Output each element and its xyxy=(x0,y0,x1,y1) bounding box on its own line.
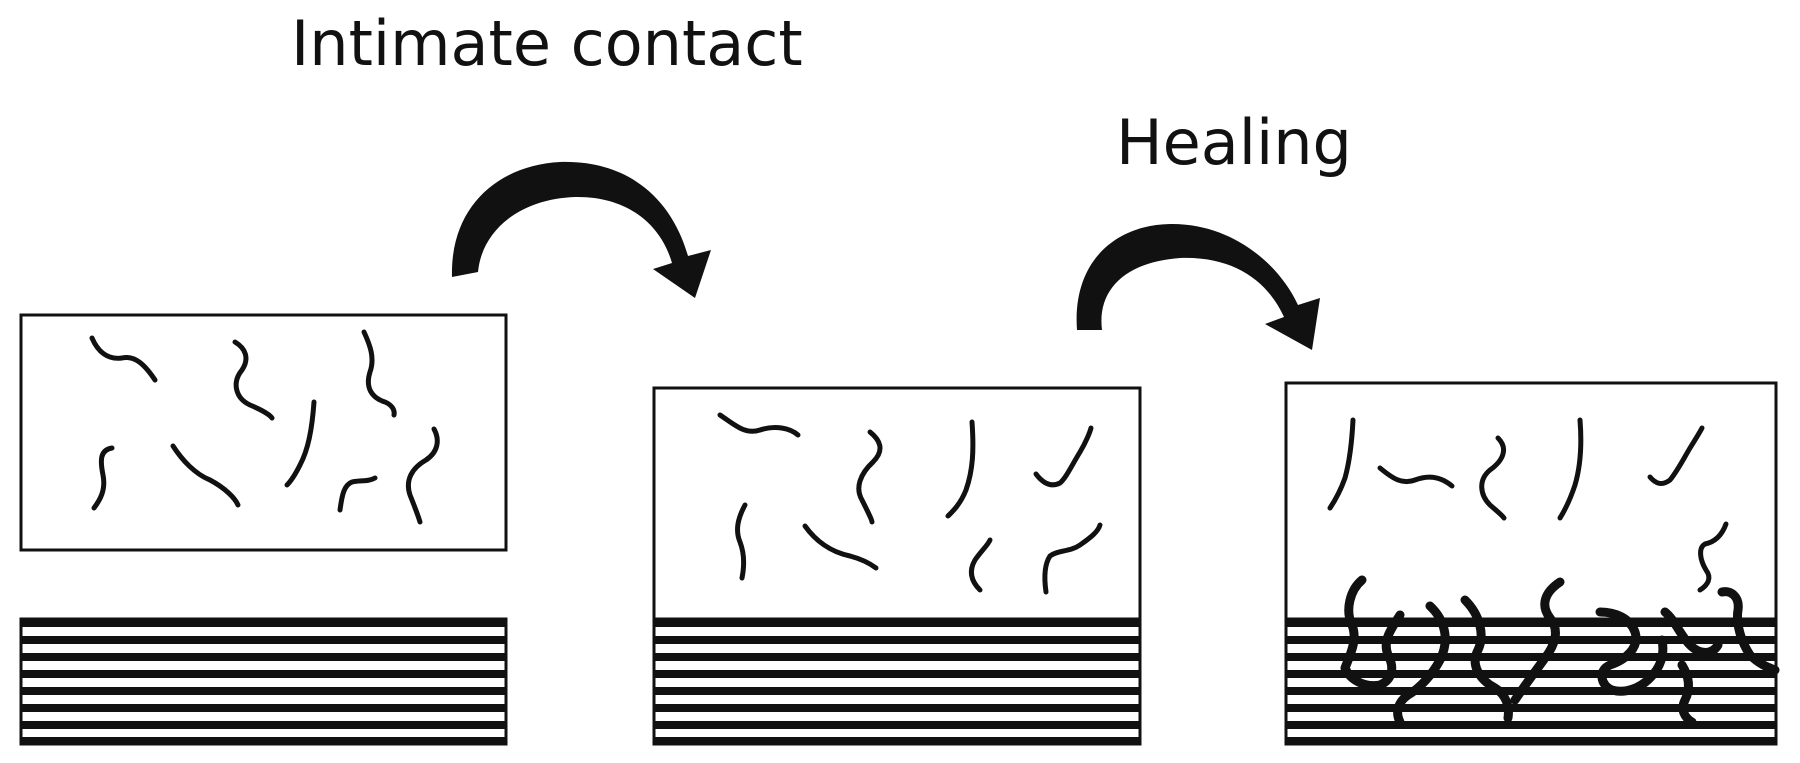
polymer-layer xyxy=(1284,381,1778,625)
polymer-chains xyxy=(89,329,440,525)
curved-arrow-icon xyxy=(451,161,711,298)
substrate-layered xyxy=(652,617,1142,746)
healing-label: Healing xyxy=(1116,106,1352,179)
panel-separated xyxy=(19,313,508,746)
polymer-chains xyxy=(1327,417,1780,727)
polymer-layer xyxy=(652,386,1142,625)
intimate-contact-label: Intimate contact xyxy=(291,7,803,80)
polymer-chains xyxy=(717,412,1103,595)
panel-intimate-contact xyxy=(652,386,1142,746)
curved-arrow-icon xyxy=(1076,223,1320,350)
panel-healing xyxy=(1284,381,1780,746)
substrate-layered xyxy=(19,617,508,746)
